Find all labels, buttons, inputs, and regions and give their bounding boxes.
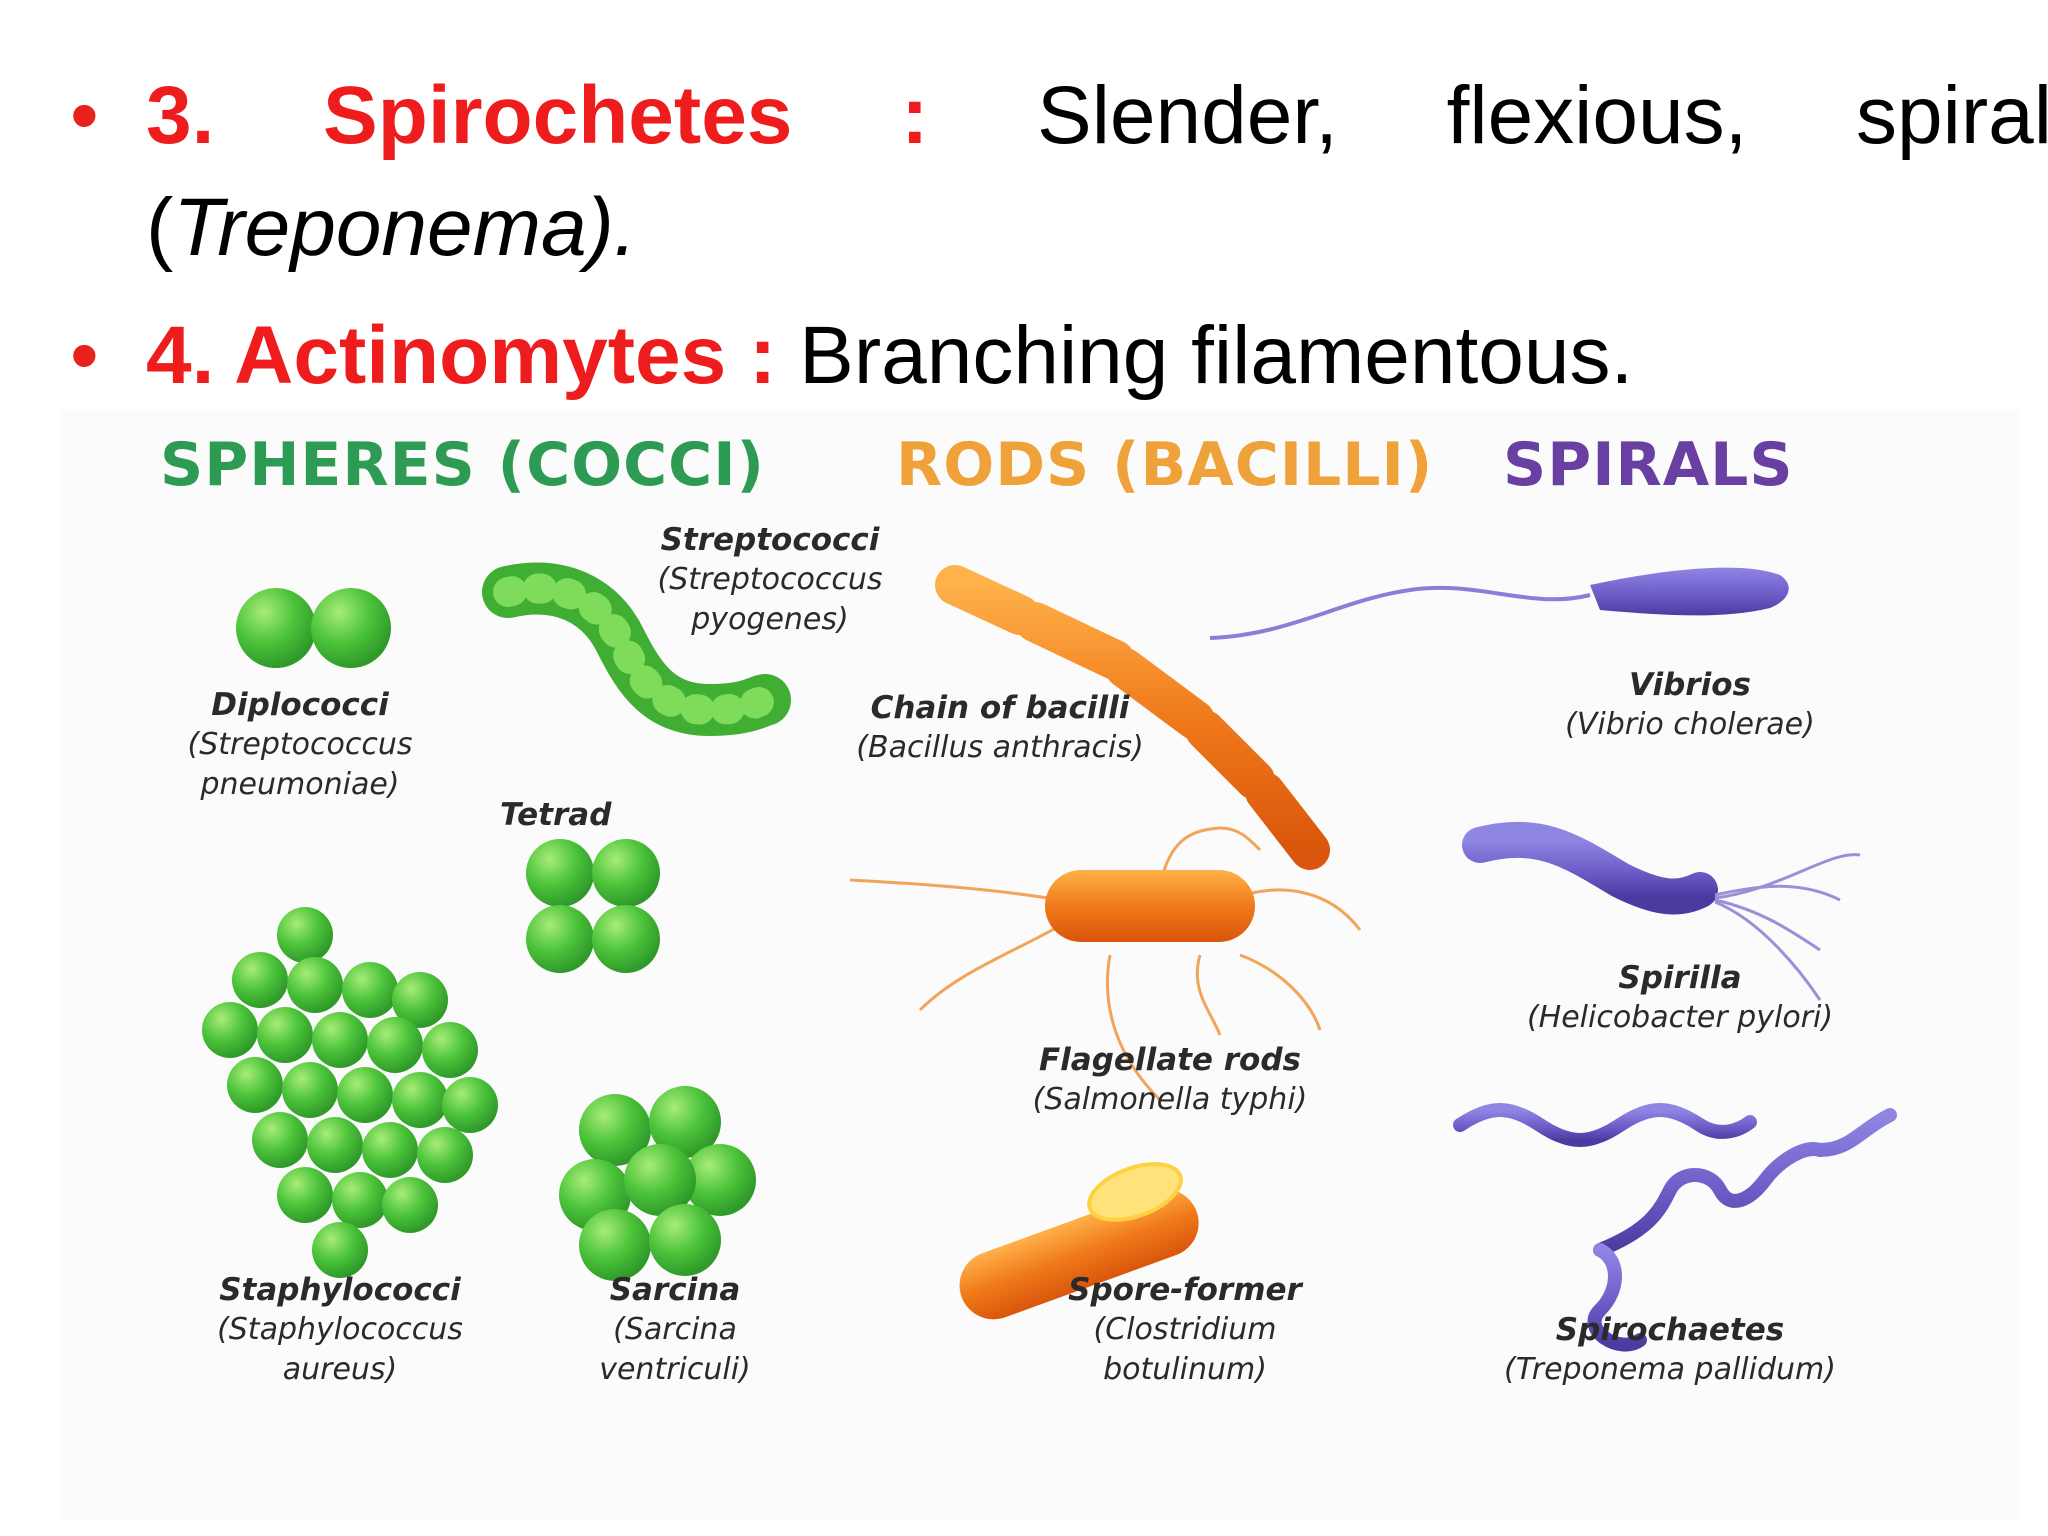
heading-bacilli: RODS (BACILLI) <box>896 430 1434 500</box>
label-flagellate: Flagellate rods (Salmonella typhi) <box>1032 1042 1308 1117</box>
label-diplococci: Diplococci (Streptococcus pneumoniae) <box>187 687 413 802</box>
heading-number: 3. <box>146 70 215 161</box>
label-sarcina: Sarcina (Sarcina ventriculi) <box>599 1272 751 1387</box>
label-chain-bacilli: Chain of bacilli (Bacillus anthracis) <box>856 690 1144 765</box>
label-tetrad: Tetrad <box>500 797 612 833</box>
flagellate-rod <box>849 826 1362 1102</box>
spore-former <box>959 1162 1199 1320</box>
label-vibrios: Vibrios (Vibrio cholerae) <box>1565 667 1815 742</box>
bullet-dot: • <box>70 70 99 161</box>
diplococci-cells <box>236 588 391 668</box>
heading-spirochetes: Spirochetes <box>323 70 793 161</box>
bacilli-chain <box>935 565 1330 870</box>
heading-cocci: SPHERES (COCCI) <box>160 430 765 500</box>
text-treponema: Treponema). <box>173 182 637 273</box>
heading-colon: : <box>901 70 929 161</box>
text-branching: Branching filamentous. <box>776 310 1634 401</box>
label-spirilla: Spirilla (Helicobacter pylori) <box>1526 960 1834 1035</box>
bacteria-illustration <box>202 562 1897 1352</box>
sarcina-cells <box>559 1086 756 1281</box>
bullet-actinomytes: • 4. Actinomytes : Branching filamentous… <box>70 300 1990 412</box>
heading-spirals: SPIRALS <box>1503 430 1794 500</box>
label-spore-former: Spore-former (Clostridium botulinum) <box>1068 1272 1302 1387</box>
text-slender: Slender, <box>1037 70 1338 161</box>
tetrad-cells <box>526 839 660 973</box>
flagellate-rod-body <box>1045 870 1255 942</box>
label-streptococci: Streptococci (Streptococcus pyogenes) <box>657 522 883 637</box>
bullet-list: • 3. Spirochetes : Slender, flexious, sp… <box>70 60 2048 412</box>
streptococci-chain <box>482 562 791 737</box>
bullet-dot: • <box>70 310 99 401</box>
spirilla-cell <box>1462 821 1861 1001</box>
bacteria-shapes-figure: SPHERES (COCCI) RODS (BACILLI) SPIRALS S… <box>60 410 2020 1520</box>
paren-open: ( <box>146 182 174 273</box>
label-spirochaetes: Spirochaetes (Treponema pallidum) <box>1504 1312 1836 1387</box>
text-spiral: spiral <box>1856 70 2048 161</box>
text-flexious: flexious, <box>1446 70 1748 161</box>
heading-actinomytes: 4. Actinomytes : <box>146 310 777 401</box>
bullet-spirochetes: • 3. Spirochetes : Slender, flexious, sp… <box>70 60 2048 284</box>
spirochaete-cells <box>1453 1103 1897 1352</box>
vibrio-cell <box>1209 567 1789 640</box>
staphylococci-cluster <box>202 907 498 1278</box>
label-staphylococci: Staphylococci (Staphylococcus aureus) <box>217 1272 463 1387</box>
